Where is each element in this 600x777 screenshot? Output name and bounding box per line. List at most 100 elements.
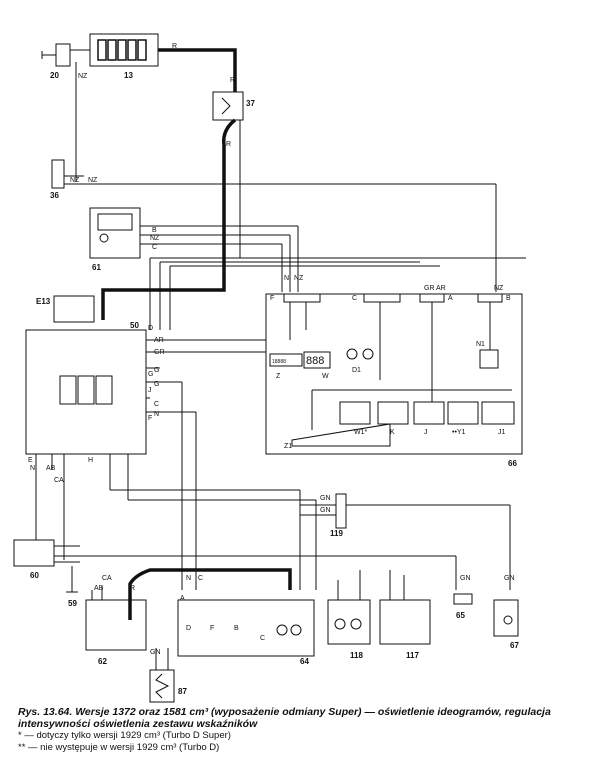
relay-37 (212, 91, 244, 121)
component-13-fuse-box (89, 33, 159, 67)
conn-f: F (148, 415, 152, 422)
wire-ar-50: AR (154, 337, 164, 344)
wire-ab-low: AB (46, 465, 56, 472)
lamp-118 (327, 599, 371, 645)
label-66: 66 (508, 459, 517, 468)
label-87: 87 (178, 687, 187, 696)
wire-gn-67: GN (504, 575, 515, 582)
switch-117 (379, 599, 431, 645)
wire-n-66: N (284, 275, 289, 282)
conn-h: H (88, 457, 93, 464)
wire-nz-61: NZ (150, 235, 160, 242)
wire-c-50: C (154, 401, 159, 408)
label-61: 61 (92, 263, 101, 272)
wiring-diagram: 20 13 37 36 61 E13 50 66 60 59 62 64 87 … (13, 33, 526, 703)
conn-e: E (28, 457, 33, 464)
wire-gn-65: GN (460, 575, 471, 582)
connector-36 (51, 159, 65, 189)
wire-b-61: B (152, 227, 157, 234)
label-k: K (390, 429, 395, 436)
conn-label-c: C (352, 295, 357, 302)
label-119: 119 (330, 529, 343, 538)
sub-label-c: C (260, 635, 265, 642)
conn-label-f: F (270, 295, 274, 302)
label-65: 65 (456, 611, 465, 620)
conn-label-b: B (506, 295, 511, 302)
wire-nz-2: NZ (70, 177, 80, 184)
connector-e13 (53, 295, 95, 323)
label-37: 37 (246, 99, 255, 108)
label-50: 50 (130, 321, 139, 330)
lamp-67 (493, 599, 519, 637)
label-w1: W1* (354, 429, 368, 436)
conn-d: D (148, 325, 153, 332)
wire-g-50b: G (154, 381, 159, 388)
wire-c-64: C (198, 575, 203, 582)
wire-gr-50: GR (154, 349, 165, 356)
figure-caption: Rys. 13.64. Wersje 1372 oraz 1581 cm³ (w… (18, 706, 588, 754)
resistor-87 (149, 669, 175, 703)
conn-j: J (148, 387, 152, 394)
label-67: 67 (510, 641, 519, 650)
label-z1: Z1 (284, 443, 292, 450)
display-digits: 888 (306, 355, 324, 367)
label-j: J (424, 429, 428, 436)
wire-ca-low: CA (54, 477, 64, 484)
label-w: W (322, 373, 329, 380)
wire-gr-66: GR (424, 285, 435, 292)
label-y1: ••Y1 (452, 429, 466, 436)
wire-r-2: R (230, 77, 235, 84)
sub-label-f: F (210, 625, 214, 632)
wire-ab-62: AB (94, 585, 104, 592)
label-36: 36 (50, 191, 59, 200)
wire-n-50: N (154, 411, 159, 418)
control-unit-50 (25, 329, 147, 455)
label-j1: J1 (498, 429, 506, 436)
label-n1: N1 (476, 341, 485, 348)
display-small: 18888 (272, 359, 286, 365)
label-59: 59 (68, 599, 77, 608)
sub-label-d: D (186, 625, 191, 632)
switch-61 (89, 207, 141, 259)
connector-119 (335, 493, 347, 529)
wire-nz-66b: NZ (494, 285, 504, 292)
sub-label-b: B (234, 625, 239, 632)
connector-60 (13, 539, 55, 567)
label-z: Z (276, 373, 281, 380)
wire-r-thick (158, 48, 237, 92)
wire-ar-66: AR (436, 285, 446, 292)
wire-gn-87: GN (150, 649, 161, 656)
label-e13: E13 (36, 297, 51, 306)
wire-n-low: N (30, 465, 35, 472)
conn-a: A (180, 595, 185, 602)
wire-n-64: N (186, 575, 191, 582)
label-118: 118 (350, 651, 363, 660)
conn-label-a: A (448, 295, 453, 302)
module-64 (177, 599, 315, 657)
caption-title: Rys. 13.64. Wersje 1372 oraz 1581 cm³ (w… (18, 706, 551, 730)
switch-62 (85, 599, 147, 651)
label-60: 60 (30, 571, 39, 580)
wire-nz-3: NZ (88, 177, 98, 184)
connector-65 (453, 593, 473, 605)
caption-note-2: ** — nie występuje w wersji 1929 cm³ (Tu… (18, 742, 220, 753)
label-64: 64 (300, 657, 309, 666)
label-117: 117 (406, 651, 419, 660)
wire-nz-66: NZ (294, 275, 304, 282)
label-13: 13 (124, 71, 133, 80)
wire-r-62: R (130, 585, 135, 592)
wire-ca-62: CA (102, 575, 112, 582)
wire-c-61: C (152, 244, 157, 251)
label-20: 20 (50, 71, 59, 80)
label-62: 62 (98, 657, 107, 666)
wire-r-1: R (172, 43, 177, 50)
wire-gn-119b: GN (320, 507, 331, 514)
conn-g: G (148, 371, 153, 378)
caption-note-1: * — dotyczy tylko wersji 1929 cm³ (Turbo… (18, 730, 231, 741)
label-d1: D1 (352, 367, 361, 374)
wire-gn-119: GN (320, 495, 331, 502)
wire-nz-1: NZ (78, 73, 88, 80)
wire-g-50: G (154, 367, 159, 374)
wire-r-3: R (226, 141, 231, 148)
component-20 (41, 43, 71, 67)
